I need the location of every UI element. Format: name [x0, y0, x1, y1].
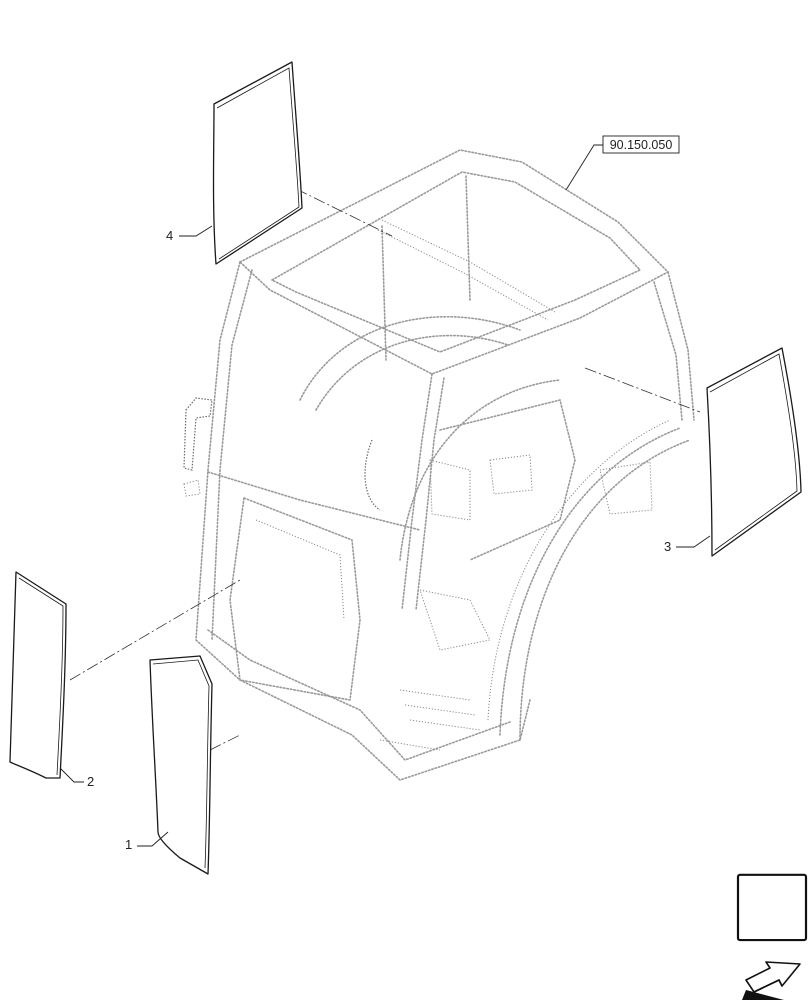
panel-1	[149, 655, 213, 875]
cab-frame	[183, 149, 695, 781]
reference-box	[602, 135, 680, 154]
panel-2	[9, 571, 67, 779]
callout-1-number: 1	[125, 837, 132, 852]
reference-link[interactable]: 90.150.050	[565, 135, 680, 191]
callout-3: 3	[664, 535, 711, 554]
callout-1: 1	[125, 831, 169, 852]
callout-4-number: 4	[166, 228, 173, 243]
next-page-arrow-icon[interactable]	[736, 873, 808, 1000]
callout-2: 2	[59, 767, 94, 789]
panel-4	[212, 61, 303, 265]
panel-3	[706, 347, 802, 557]
callout-2-number: 2	[87, 774, 94, 789]
reference-code: 90.150.050	[610, 138, 673, 152]
callout-3-number: 3	[664, 539, 671, 554]
callout-4: 4	[166, 225, 213, 243]
